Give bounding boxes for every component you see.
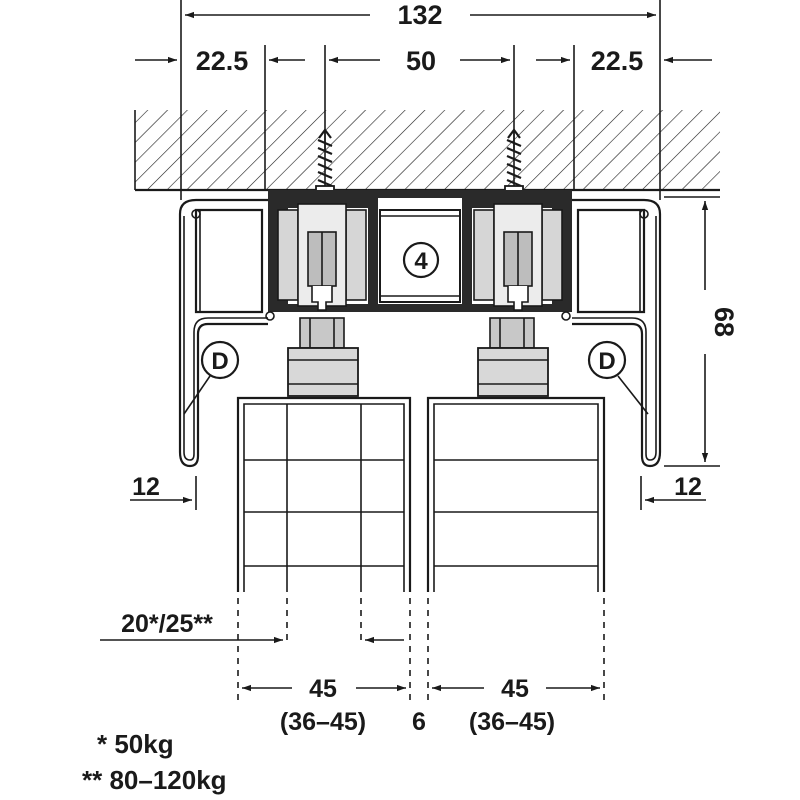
ceiling bbox=[134, 110, 720, 192]
dimension-center-spacing-label: 50 bbox=[406, 46, 436, 76]
dimension-right-clearance: 12 bbox=[640, 473, 706, 510]
dimension-132-label: 132 bbox=[397, 0, 442, 30]
right-hanger bbox=[477, 317, 549, 397]
left-d-callout: D bbox=[183, 340, 240, 415]
dimension-right-offset-label: 22.5 bbox=[591, 46, 644, 76]
left-door bbox=[236, 396, 412, 592]
dimension-right-12-label: 12 bbox=[674, 473, 702, 501]
dimension-rebate-label: 20*/25** bbox=[121, 610, 213, 638]
dimension-left-offset-label: 22.5 bbox=[196, 46, 249, 76]
dimension-68-label: 68 bbox=[709, 307, 739, 337]
dimension-height: 68 bbox=[664, 196, 739, 467]
dimension-row-2: 22.5 50 22.5 bbox=[135, 45, 712, 190]
left-roller-carriage bbox=[277, 203, 367, 311]
note-80-120kg: ** 80–120kg bbox=[82, 765, 227, 795]
door-extension-lines bbox=[237, 598, 605, 700]
dimension-gap-label: 6 bbox=[412, 708, 426, 736]
dimension-left-12-label: 12 bbox=[132, 473, 160, 501]
dimension-total-width: 132 bbox=[180, 0, 661, 200]
right-fascia-profile bbox=[561, 198, 662, 468]
right-door bbox=[426, 396, 606, 592]
right-roller-carriage bbox=[473, 203, 563, 311]
note-50kg: * 50kg bbox=[97, 729, 174, 759]
dimension-right-range-label: (36–45) bbox=[469, 708, 555, 736]
part-4-spacer: 4 bbox=[379, 209, 461, 303]
part-4-callout-circle bbox=[402, 241, 440, 279]
dimension-left-range-label: (36–45) bbox=[280, 708, 366, 736]
dimension-door-gap: 6 bbox=[412, 708, 426, 736]
dimension-left-clearance: 12 bbox=[130, 473, 197, 510]
dimension-right-door: 45 (36–45) bbox=[432, 675, 600, 736]
weight-notes: * 50kg ** 80–120kg bbox=[82, 729, 227, 795]
dimension-left-door: 45 (36–45) bbox=[242, 675, 406, 736]
dimension-left-45-label: 45 bbox=[309, 675, 337, 703]
dimension-rebate: 20*/25** bbox=[100, 610, 404, 644]
right-d-callout: D bbox=[587, 340, 649, 415]
right-d-label: D bbox=[598, 348, 615, 375]
left-fascia-profile bbox=[178, 198, 275, 468]
left-hanger bbox=[287, 317, 359, 397]
left-d-label: D bbox=[211, 348, 228, 375]
part-4-callout-label: 4 bbox=[414, 248, 428, 275]
dimension-right-45-label: 45 bbox=[501, 675, 529, 703]
